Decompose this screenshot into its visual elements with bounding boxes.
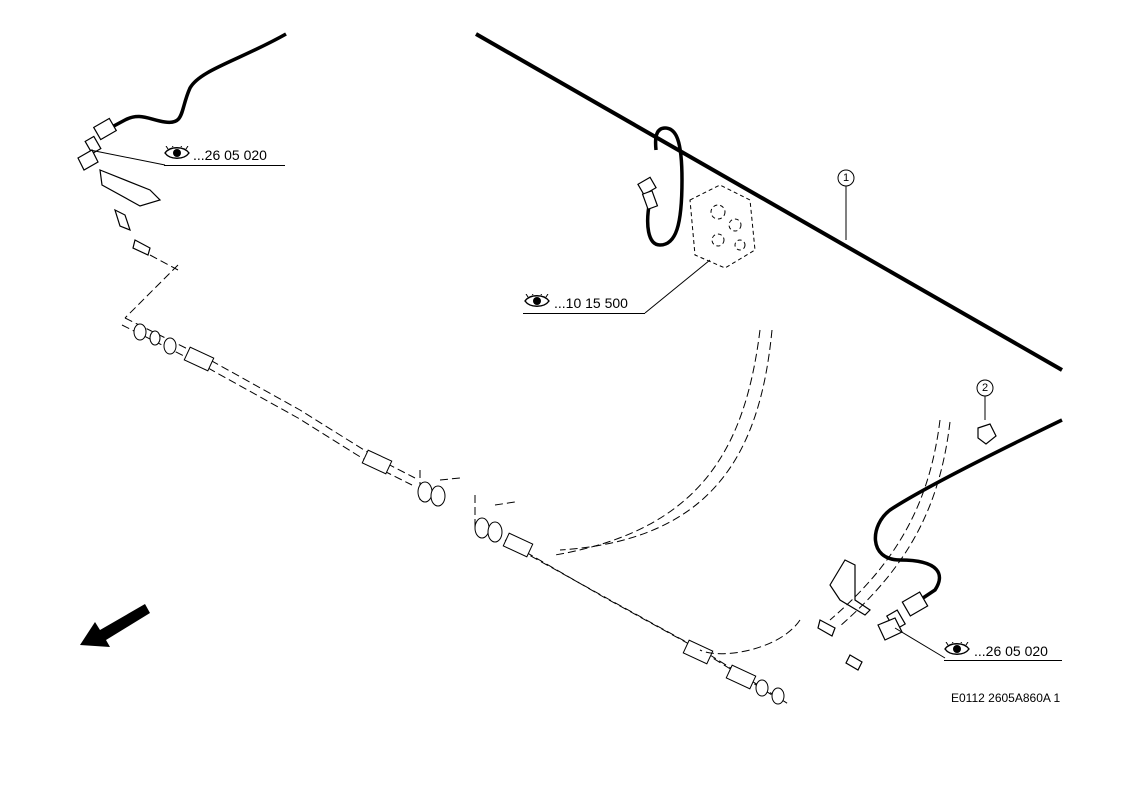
reference-underline-1 — [164, 165, 285, 166]
left-sensor-cable — [109, 32, 287, 130]
reference-label-3: ...26 05 020 — [974, 643, 1048, 659]
callout-2 — [976, 379, 994, 397]
reference-underline-2 — [523, 313, 645, 314]
right-sensor — [817, 559, 929, 671]
ref-3-leader — [894, 627, 946, 659]
callout-1-number: 1 — [843, 172, 849, 184]
valve-body — [689, 184, 756, 269]
callout-1 — [837, 169, 855, 187]
ref-2-leader — [644, 259, 711, 314]
direction-arrow-icon — [80, 604, 150, 647]
eye-icon — [164, 146, 190, 159]
reference-label-2: ...10 15 500 — [554, 295, 628, 311]
eye-icon — [524, 294, 550, 307]
ref-1-leader — [89, 149, 166, 166]
right-sensor-cable — [873, 418, 1063, 602]
valve-connector — [637, 176, 659, 210]
valve-cable — [646, 126, 684, 247]
clip-part — [977, 423, 997, 445]
main-cable — [475, 32, 1063, 372]
right-linkage — [699, 419, 951, 655]
drawing-code: E0112 2605A860A 1 — [951, 691, 1061, 705]
eye-icon — [944, 642, 970, 655]
callout-2-number: 2 — [982, 382, 988, 394]
left-sensor — [77, 117, 162, 256]
reference-underline-3 — [944, 660, 1062, 661]
left-linkage — [121, 254, 791, 706]
reference-label-1: ...26 05 020 — [193, 147, 267, 163]
linkage-parts — [133, 323, 785, 705]
